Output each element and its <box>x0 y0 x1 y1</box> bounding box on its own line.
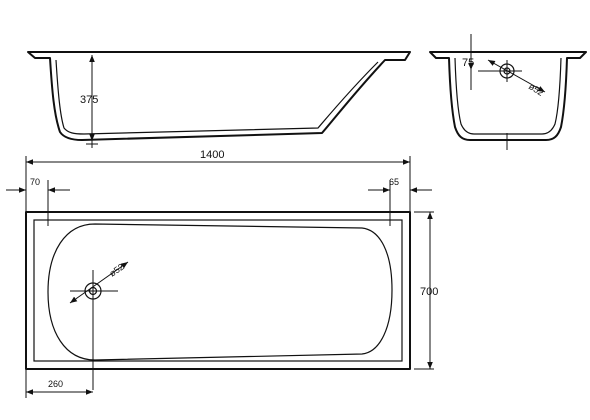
end-view-inner-profile <box>454 57 562 135</box>
overflow-diameter-label: ø52 <box>527 81 545 98</box>
end-view: ø52 75 <box>429 34 587 150</box>
drain-diameter-leader <box>69 261 129 304</box>
drain-offset-end-label: 70 <box>30 177 40 187</box>
side-view: 375 <box>27 51 411 148</box>
overflow-offset-end-label: 65 <box>389 177 399 187</box>
overflow-diameter-leader <box>487 59 546 93</box>
end-view-outer-profile <box>429 51 587 141</box>
drain-diameter-label: ø52 <box>107 262 125 279</box>
side-view-outer-profile <box>27 51 411 141</box>
top-view-basin <box>47 223 393 361</box>
width-label: 700 <box>420 286 438 298</box>
top-view-outer-rim <box>25 211 411 370</box>
overflow-height-label: 75 <box>462 57 474 69</box>
drain-side-label: 260 <box>48 379 63 389</box>
side-view-inner-profile <box>55 59 379 135</box>
end-offset-dimensions: 70 65 <box>6 177 432 226</box>
width-dimension: 700 <box>414 211 438 370</box>
drain-side-offset-dimension: 260 <box>25 369 93 398</box>
top-view: ø52 <box>25 211 411 390</box>
depth-label: 375 <box>80 94 98 106</box>
top-view-inner-rim <box>33 219 403 362</box>
length-dimension: 1400 <box>25 149 411 215</box>
length-label: 1400 <box>200 149 224 161</box>
